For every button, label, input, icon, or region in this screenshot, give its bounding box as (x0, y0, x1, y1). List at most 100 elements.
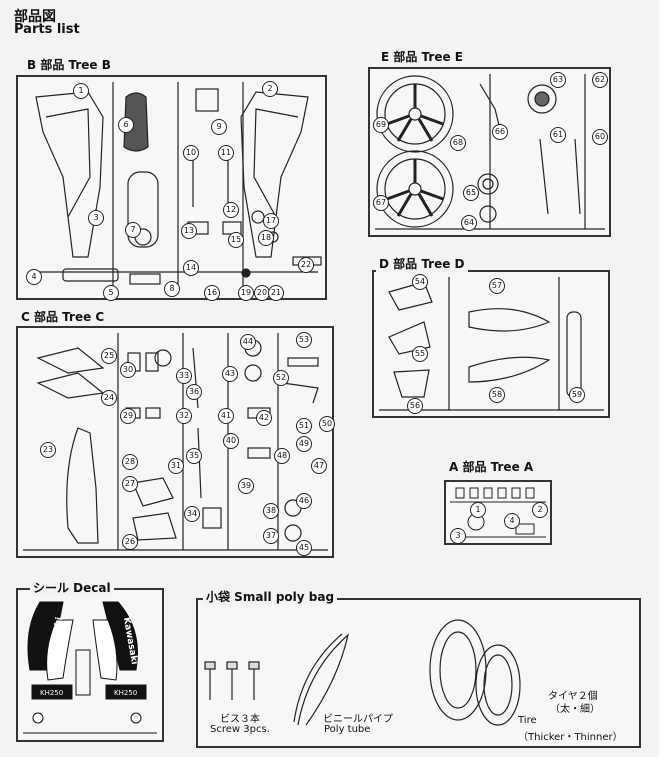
part-a3: 3 (450, 528, 466, 544)
tube-label-en: Poly tube (324, 724, 371, 735)
decal-model-right: KH250 (114, 689, 138, 697)
part-c34: 34 (184, 506, 200, 522)
tree-e-frame: 60 61 62 63 64 65 66 67 68 69 (368, 67, 611, 237)
part-c39: 39 (238, 478, 254, 494)
part-c28: 28 (122, 454, 138, 470)
part-c40: 40 (223, 433, 239, 449)
tree-b-label: B 部品 Tree B (24, 56, 114, 73)
part-d57: 57 (489, 278, 505, 294)
tree-b-frame: 1 2 3 4 5 6 7 8 9 10 11 12 13 14 15 16 1… (16, 75, 327, 301)
part-b4: 4 (26, 269, 42, 285)
page-title-en: Parts list (14, 22, 80, 37)
tree-c-drawing (23, 333, 328, 551)
part-b21: 21 (268, 285, 284, 301)
poly-bag-drawing (204, 619, 521, 726)
part-c27: 27 (122, 476, 138, 492)
part-c38: 38 (263, 503, 279, 519)
part-c48: 48 (274, 448, 290, 464)
part-b16: 16 (204, 285, 220, 301)
part-c52: 52 (273, 370, 289, 386)
part-c30: 30 (120, 362, 136, 378)
part-b15: 15 (228, 232, 244, 248)
part-b20: 20 (254, 285, 270, 301)
tube-label-jp: ビニールパイプ (323, 714, 393, 725)
part-b22: 22 (298, 257, 314, 273)
part-d59: 59 (569, 387, 585, 403)
part-c43: 43 (222, 366, 238, 382)
part-e65: 65 (463, 185, 479, 201)
decal-model-left: KH250 (40, 689, 64, 697)
part-b8: 8 (164, 281, 180, 297)
tree-a-label: A 部品 Tree A (446, 458, 537, 475)
part-c37: 37 (263, 528, 279, 544)
tree-c-label: C 部品 Tree C (18, 308, 108, 325)
part-b19: 19 (238, 285, 254, 301)
part-d58: 58 (489, 387, 505, 403)
tire-label-jp1: タイヤ２個 (548, 691, 598, 702)
part-b18: 18 (258, 230, 274, 246)
tree-a-frame: 1 2 3 4 (444, 480, 552, 545)
part-c33: 33 (176, 368, 192, 384)
tire-label-jp2: （太・細） (550, 704, 600, 715)
decal-frame: Kawasaki Kawasaki KH250 KH250 (16, 588, 164, 742)
part-c41: 41 (218, 408, 234, 424)
part-c24: 24 (101, 390, 117, 406)
tree-c-frame: 23 24 25 26 27 28 29 30 31 32 33 34 35 3… (16, 326, 335, 558)
part-a2: 2 (532, 502, 548, 518)
part-d54: 54 (412, 274, 428, 290)
part-c32: 32 (176, 408, 192, 424)
part-b12: 12 (223, 202, 239, 218)
part-e68: 68 (450, 135, 466, 151)
screw-label-en: Screw 3pcs. (210, 724, 270, 735)
tree-b-drawing (28, 82, 322, 292)
part-e66: 66 (492, 124, 508, 140)
part-e69: 69 (373, 117, 389, 133)
part-c23: 23 (40, 442, 56, 458)
part-c53: 53 (296, 332, 312, 348)
part-b11: 11 (218, 145, 234, 161)
page-title-jp: 部品図 (14, 9, 56, 25)
part-e63: 63 (550, 72, 566, 88)
tire-label-en1: Tire (518, 715, 537, 726)
part-d56: 56 (407, 398, 423, 414)
part-b1: 1 (73, 83, 89, 99)
part-a1: 1 (470, 502, 486, 518)
screw-label-jp: ビス３本 (220, 714, 260, 725)
tree-a-drawing (450, 487, 546, 538)
tree-e-label: E 部品 Tree E (378, 48, 466, 65)
tree-d-label: D 部品 Tree D (376, 255, 468, 272)
tree-d-frame: 54 55 56 57 58 59 (372, 270, 610, 418)
part-e61: 61 (550, 127, 566, 143)
tire-label-en2: （Thicker・Thinner） (518, 732, 623, 743)
decal-label: シール Decal (30, 579, 114, 596)
part-b6: 6 (118, 117, 134, 133)
part-c45: 45 (296, 540, 312, 556)
part-b14: 14 (183, 260, 199, 276)
part-c44: 44 (240, 334, 256, 350)
part-e62: 62 (592, 72, 608, 88)
decal-drawing (23, 601, 157, 734)
part-c49: 49 (296, 436, 312, 452)
part-c51: 51 (296, 418, 312, 434)
part-c31: 31 (168, 458, 184, 474)
part-b9: 9 (211, 119, 227, 135)
tree-e-drawing (375, 74, 605, 230)
part-b10: 10 (183, 145, 199, 161)
part-c42: 42 (256, 410, 272, 426)
part-b7: 7 (125, 222, 141, 238)
part-c25: 25 (101, 348, 117, 364)
part-b17: 17 (263, 213, 279, 229)
part-c47: 47 (311, 458, 327, 474)
poly-bag-label: 小袋 Small poly bag (203, 588, 338, 605)
part-b3: 3 (88, 210, 104, 226)
part-e60: 60 (592, 129, 608, 145)
part-c36: 36 (186, 384, 202, 400)
part-b5: 5 (103, 285, 119, 301)
part-a4: 4 (504, 513, 520, 529)
part-e67: 67 (373, 195, 389, 211)
part-c29: 29 (120, 408, 136, 424)
part-d55: 55 (412, 346, 428, 362)
part-b13: 13 (181, 223, 197, 239)
part-c26: 26 (122, 534, 138, 550)
part-c46: 46 (296, 493, 312, 509)
